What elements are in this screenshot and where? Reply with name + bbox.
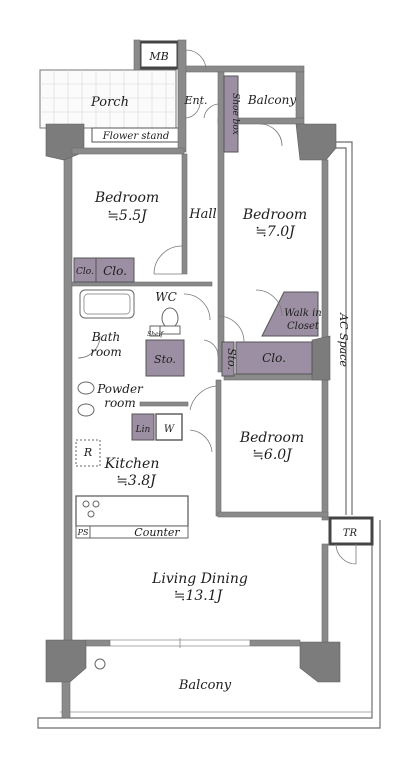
linen-label: Lin <box>135 425 151 435</box>
balcony-top-label: Balcony <box>247 93 296 107</box>
wc-label: WC <box>155 290 177 304</box>
hall-label: Hall <box>188 207 216 222</box>
clo-small-label: Clo. <box>76 267 94 277</box>
shelf-label: Shelf <box>147 331 164 338</box>
fixtures <box>75 289 189 670</box>
balcony-bottom-label: Balcony <box>178 678 232 693</box>
bedroom-2-size: ≒7.0J <box>255 224 296 240</box>
refrigerator-label: R <box>83 446 92 459</box>
ps-label: PS <box>77 528 89 537</box>
counter-label: Counter <box>134 526 180 539</box>
balcony-railings <box>37 141 381 729</box>
entrance-label: Ent. <box>183 94 207 107</box>
bath-label-1: Bath <box>91 330 121 344</box>
sto-2-label: Sto. <box>225 348 238 370</box>
living-dining-size: ≒13.1J <box>174 588 224 604</box>
bedroom-1-size: ≒5.5J <box>107 208 148 224</box>
porch-area <box>39 69 181 143</box>
ac-space-label: AC Space <box>337 312 350 367</box>
powder-room-label-1: Powder <box>96 382 144 396</box>
walls <box>45 39 374 719</box>
kitchen-name: Kitchen <box>104 456 160 472</box>
living-dining-name: Living Dining <box>151 571 248 587</box>
powder-room-label-2: room <box>104 396 136 410</box>
windows <box>66 170 326 648</box>
bedroom-3-name: Bedroom <box>239 430 304 446</box>
clo-2-label: Clo. <box>262 351 286 365</box>
flower-stand-label: Flower stand <box>102 131 170 142</box>
labels: MB Porch Ent. Shoe box Balcony Flower st… <box>76 50 358 693</box>
porch-label: Porch <box>90 95 129 110</box>
shoe-box-label: Shoe box <box>230 93 240 135</box>
washer-label: W <box>164 424 175 435</box>
walk-in-closet-label-1: Walk in <box>284 308 321 319</box>
kitchen-size: ≒3.8J <box>116 473 157 489</box>
bedroom-3-size: ≒6.0J <box>252 447 293 463</box>
tr-label: TR <box>343 528 358 539</box>
sto-1-label: Sto. <box>154 353 176 366</box>
walk-in-closet-label-2: Closet <box>287 321 320 332</box>
clo-1-label: Clo. <box>103 264 127 278</box>
bath-label-2: room <box>90 345 122 359</box>
bedroom-2-name: Bedroom <box>242 207 307 223</box>
mb-label: MB <box>148 50 168 63</box>
doors <box>77 49 357 565</box>
bedroom-1-name: Bedroom <box>94 190 159 206</box>
